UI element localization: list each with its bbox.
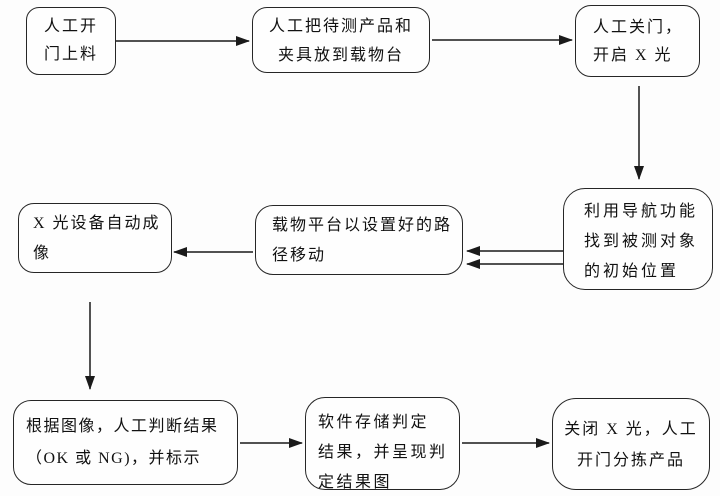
node-manual-judge-result: 根据图像，人工判断结果 （OK 或 NG)，并标示 — [13, 400, 238, 485]
node-store-result: 软件存储判定 结果，并呈现判 定结果图 — [305, 397, 460, 490]
node-xray-off-unload-sort: 关闭 X 光，人工 开门分拣产品 — [552, 398, 710, 490]
node-find-initial-position: 利用导航功能 找到被测对象 的初始位置 — [563, 188, 713, 290]
node-close-door-xray-on: 人工关门， 开启 X 光 — [575, 5, 700, 77]
node-manual-load: 人工开 门上料 — [26, 7, 116, 75]
node-place-product: 人工把待测产品和 夹具放到载物台 — [252, 7, 430, 73]
node-stage-move-path: 载物平台以设置好的路 径移动 — [255, 205, 463, 275]
node-xray-auto-imaging: X 光设备自动成 像 — [18, 203, 172, 273]
